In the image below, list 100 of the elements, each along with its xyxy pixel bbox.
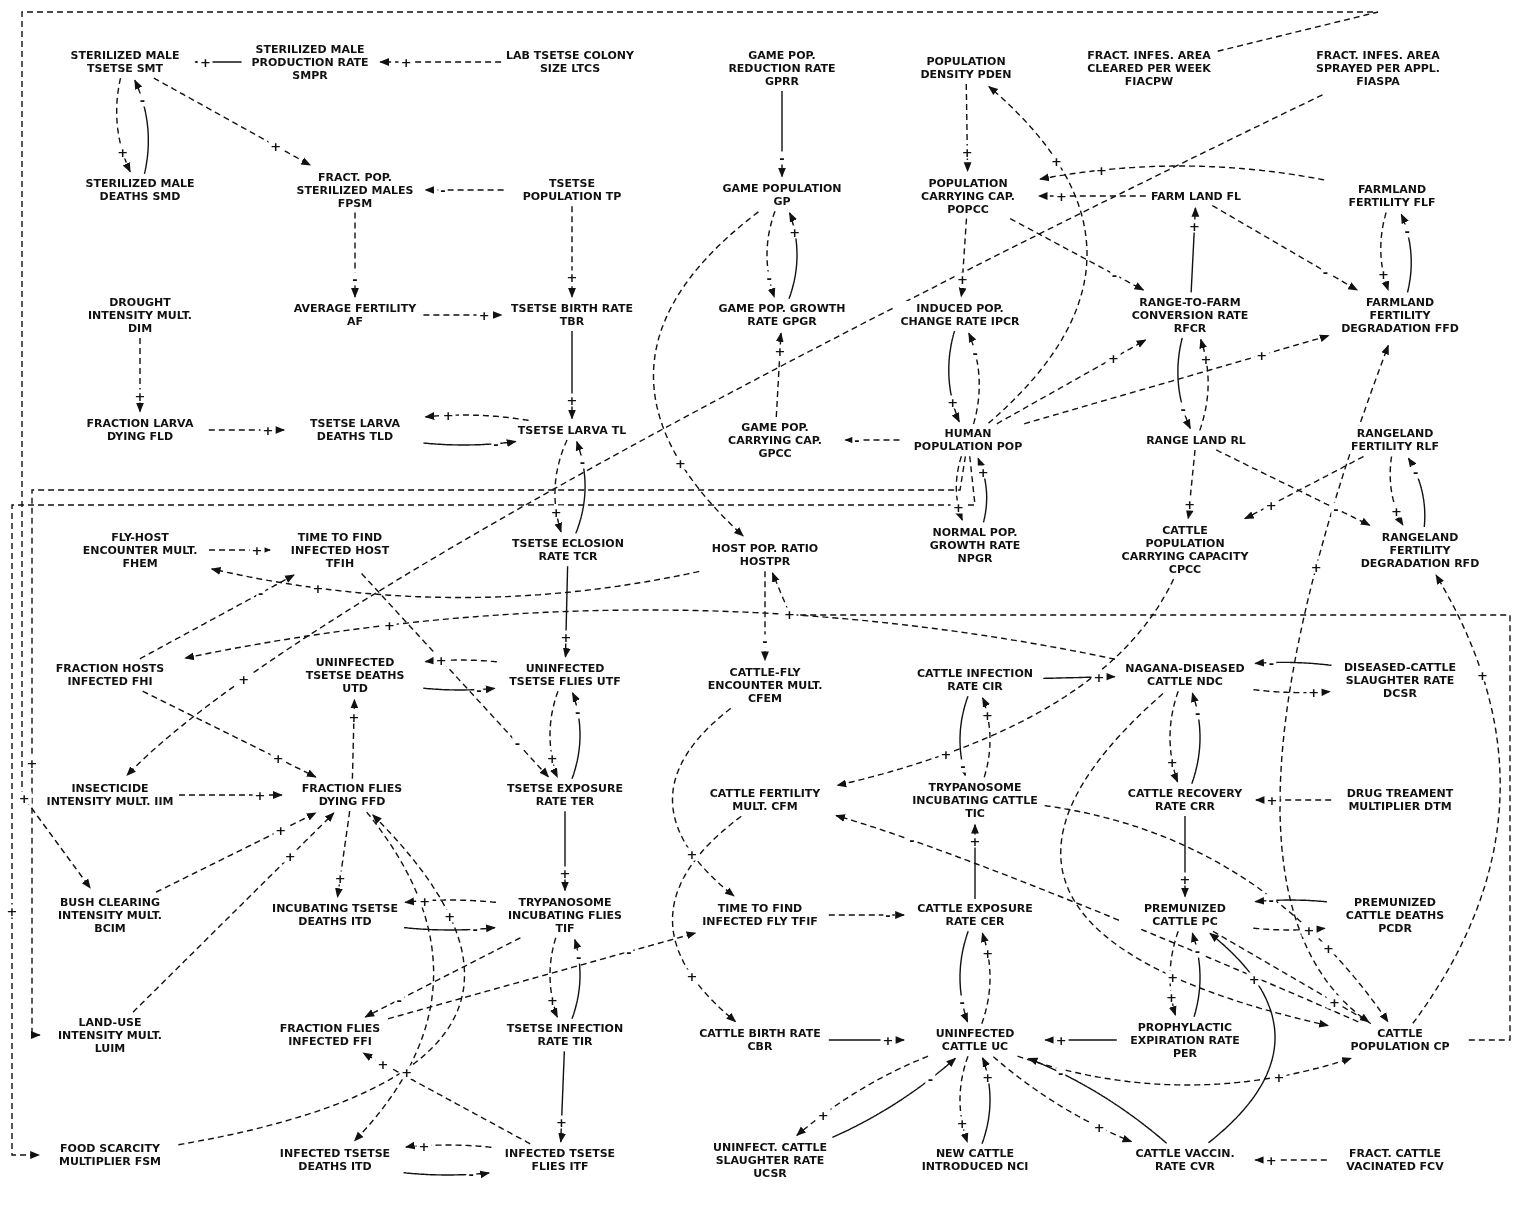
polarity-sign: + xyxy=(1321,941,1336,955)
arrow xyxy=(1177,337,1191,430)
polarity-sign: + xyxy=(198,55,213,69)
dashed-arrow xyxy=(116,77,131,173)
polarity-sign: + xyxy=(24,756,40,769)
arrow xyxy=(1042,672,1116,681)
arrow xyxy=(422,685,496,694)
dashed-arrow xyxy=(1060,692,1329,1028)
polarity-sign: + xyxy=(772,344,788,358)
dashed-arrow xyxy=(155,812,317,893)
polarity-sign: + xyxy=(548,505,564,519)
dashed-arrow xyxy=(31,455,967,1039)
dashed-arrow xyxy=(955,455,963,521)
arrow xyxy=(422,439,517,447)
dashed-arrow xyxy=(364,937,522,1018)
dashed-arrow xyxy=(996,339,1147,425)
dashed-arrow xyxy=(1212,930,1370,1023)
dashed-arrow xyxy=(136,337,144,413)
arrow xyxy=(1207,932,1276,1144)
dashed-arrow xyxy=(1186,449,1196,520)
arrow xyxy=(958,695,969,777)
dashed-arrow xyxy=(350,698,359,780)
arrow xyxy=(558,1050,566,1143)
arrow xyxy=(1191,692,1201,785)
polarity-sign: - xyxy=(1402,224,1412,238)
polarity-sign: + xyxy=(433,654,449,667)
dashed-arrow xyxy=(968,332,980,425)
polarity-sign: + xyxy=(236,672,252,686)
polarity-sign: + xyxy=(1263,498,1279,512)
polarity-sign: + xyxy=(1105,351,1121,365)
dashed-arrow xyxy=(775,332,784,418)
polarity-sign: - xyxy=(777,151,787,165)
polarity-sign: + xyxy=(1177,872,1193,886)
arrow xyxy=(1027,1057,1168,1144)
arrow xyxy=(402,1170,491,1179)
polarity-sign: - xyxy=(764,271,774,285)
dashed-arrow xyxy=(1215,449,1371,526)
arrow xyxy=(1181,815,1189,898)
polarity-sign: + xyxy=(270,751,286,765)
dashed-arrow xyxy=(178,791,283,799)
dashed-arrow xyxy=(568,205,576,298)
arrow xyxy=(959,930,969,1023)
dashed-arrow xyxy=(1168,930,1179,1016)
polarity-sign: + xyxy=(346,710,362,724)
polarity-sign: + xyxy=(1475,668,1490,682)
dashed-arrow xyxy=(554,439,568,533)
dashed-arrow xyxy=(844,436,901,444)
polarity-sign: - xyxy=(137,93,148,107)
dashed-arrow xyxy=(1037,192,1147,200)
dashed-arrow xyxy=(1199,338,1209,432)
polarity-sign: + xyxy=(1091,1120,1107,1134)
dashed-arrow xyxy=(549,937,559,1018)
polarity-sign: + xyxy=(273,823,289,837)
arrow xyxy=(568,330,576,420)
polarity-sign: + xyxy=(249,543,265,557)
polarity-sign: - xyxy=(1178,402,1188,416)
dashed-arrow xyxy=(1412,574,1501,1024)
arrow xyxy=(778,90,786,178)
dashed-arrow xyxy=(1255,796,1332,804)
polarity-sign: + xyxy=(554,1115,569,1129)
polarity-sign: + xyxy=(1165,970,1181,984)
polarity-sign: + xyxy=(375,1057,391,1071)
dashed-arrow xyxy=(1023,334,1330,425)
dashed-arrow xyxy=(771,572,1511,1041)
polarity-sign: + xyxy=(1049,154,1064,167)
dashed-arrow xyxy=(424,412,530,422)
dashed-arrow xyxy=(422,311,503,319)
dashed-arrow xyxy=(1016,1055,1353,1086)
polarity-sign: + xyxy=(1164,990,1179,1004)
polarity-sign: + xyxy=(268,139,284,153)
dashed-arrow xyxy=(1243,455,1365,520)
dashed-arrow xyxy=(1252,925,1326,934)
dashed-arrow xyxy=(671,815,742,1023)
dashed-arrow xyxy=(353,811,435,1142)
polarity-sign: - xyxy=(1192,944,1203,958)
arrow xyxy=(575,440,586,535)
arrow xyxy=(571,692,581,780)
polarity-sign: + xyxy=(954,272,970,286)
dashed-arrow xyxy=(981,932,991,1025)
polarity-sign: - xyxy=(573,705,583,719)
dashed-arrow xyxy=(1211,204,1359,291)
arrow xyxy=(1191,932,1201,1018)
polarity-sign: + xyxy=(967,834,983,848)
polarity-sign: + xyxy=(1264,793,1280,807)
arrow xyxy=(831,1057,957,1138)
polarity-sign: + xyxy=(1246,972,1262,986)
polarity-sign: - xyxy=(957,995,967,1009)
polarity-sign: + xyxy=(781,607,797,620)
polarity-sign: + xyxy=(132,389,148,402)
dashed-arrow xyxy=(404,1141,493,1150)
arrow xyxy=(788,212,798,300)
dashed-arrow xyxy=(1039,165,1325,182)
polarity-sign: + xyxy=(545,993,560,1007)
polarity-sign: + xyxy=(673,456,688,470)
polarity-sign: + xyxy=(282,849,298,863)
dashed-arrow xyxy=(652,211,760,537)
arrow xyxy=(134,79,149,175)
polarity-sign: + xyxy=(1389,504,1404,518)
polarity-sign: - xyxy=(970,346,980,360)
polarity-sign: - xyxy=(1411,465,1421,479)
